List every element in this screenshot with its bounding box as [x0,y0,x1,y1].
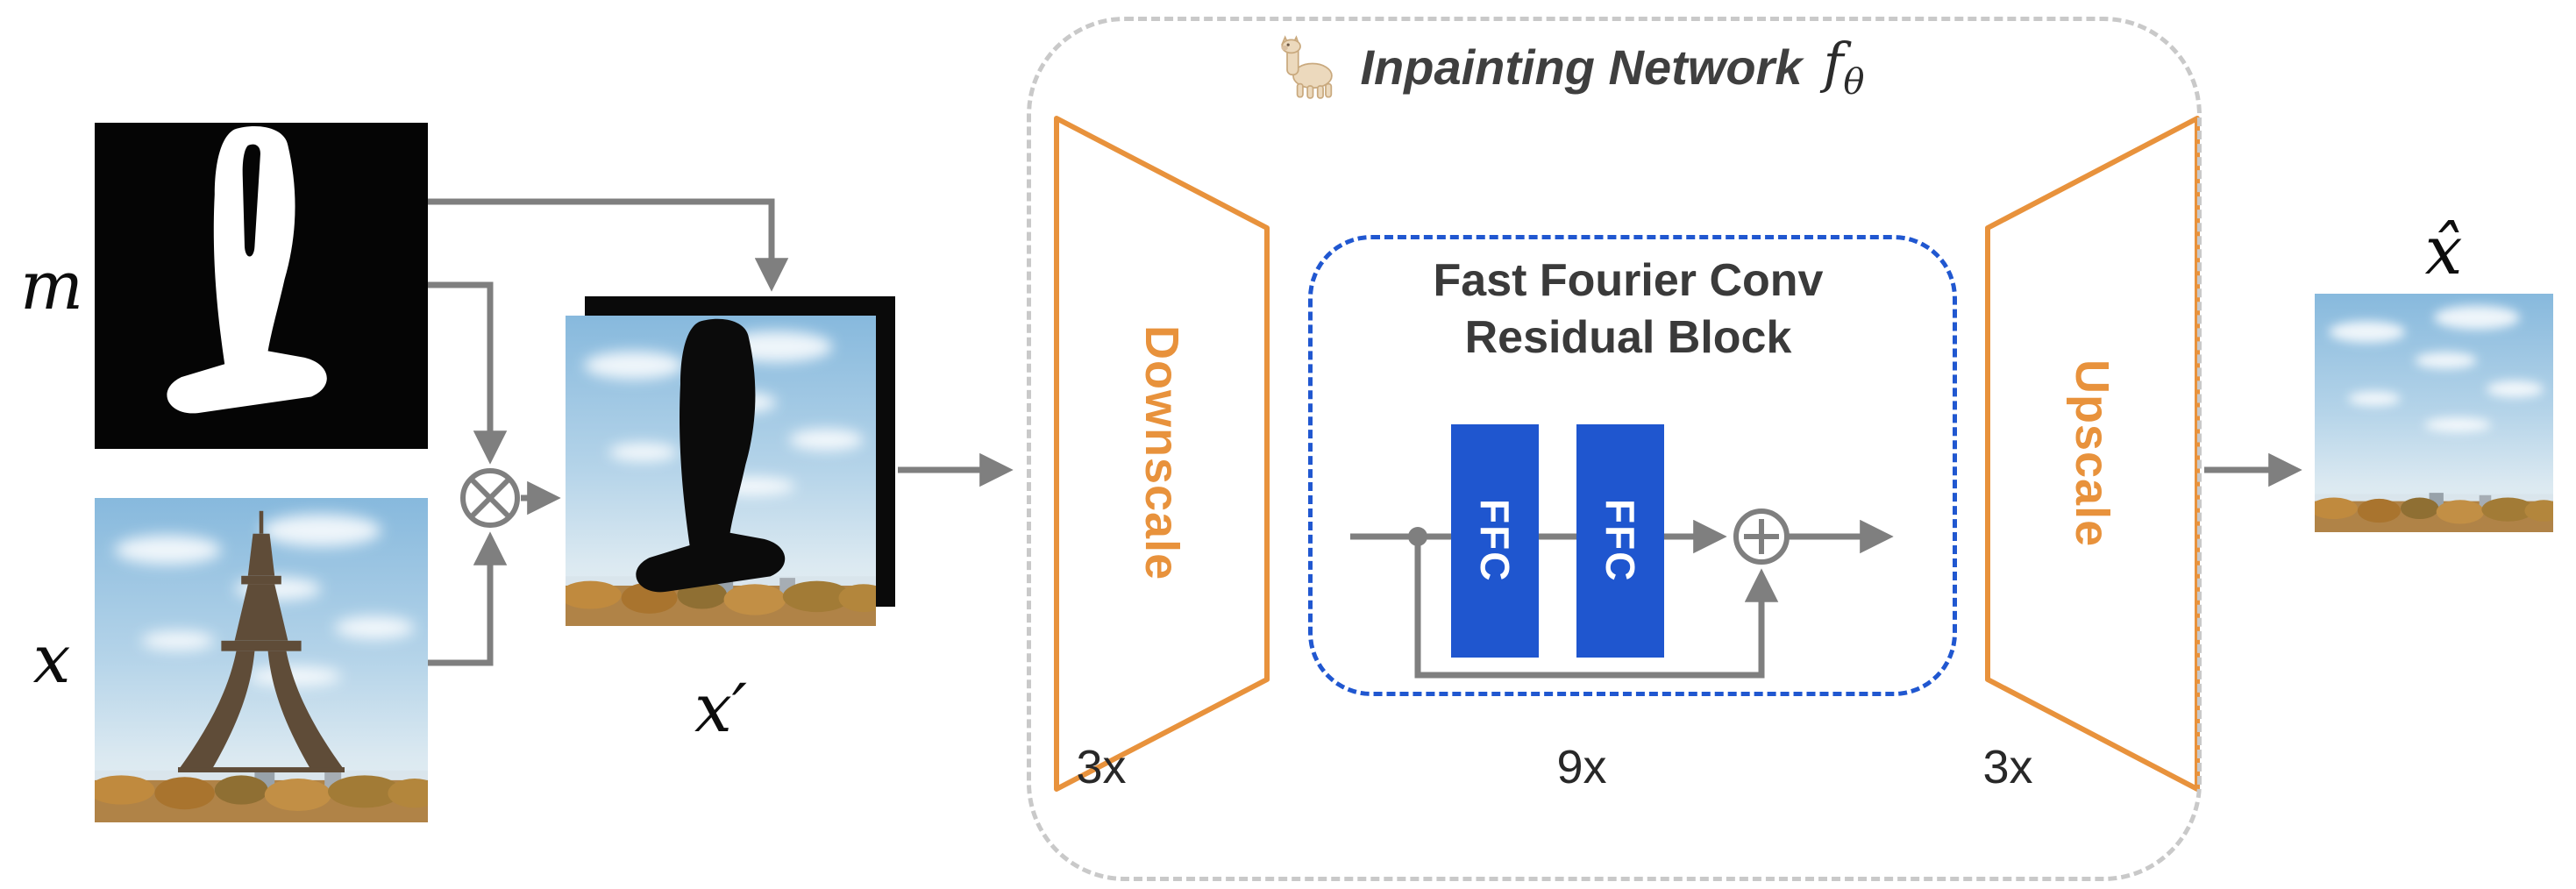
output-photo-graphic [2315,294,2553,532]
mask-thumbnail [95,123,428,449]
arrow-mask-to-multiply [428,281,508,465]
network-title: Inpainting Network [1360,39,1803,95]
ffc-layer-1: FFC [1451,424,1539,658]
inpainting-network-box [1027,17,2202,881]
network-title-row: Inpainting Network fθ [1017,30,2122,103]
mask-graphic [95,123,428,449]
ffc-count: 9x [1556,741,1607,793]
masked-photo-thumbnail [566,316,876,626]
ffc-title-line1: Fast Fourier Conv [1433,255,1824,306]
output-photo-thumbnail [2315,294,2553,532]
network-function-symbol: fθ [1823,31,1865,103]
downscale-count: 3x [1076,741,1127,793]
ffc-residual-block-box [1308,235,1957,696]
ffc-layer-2: FFC [1576,424,1664,658]
downscale-label: Downscale [1135,325,1188,581]
output-label: x̂ [2424,211,2463,289]
mask-label: m [19,246,84,324]
ffc-title-line2: Residual Block [1464,312,1792,363]
input-photo-thumbnail [95,498,428,822]
multiply-icon [460,468,520,528]
image-label: x [32,620,71,698]
masked-photo-graphic [566,316,876,626]
ffc-block-title: Fast Fourier Conv Residual Block [1308,252,1948,366]
eiffel-photo-graphic [95,498,428,822]
upscale-count: 3x [1982,741,2033,793]
upscale-label: Upscale [2066,359,2118,548]
arrow-image-to-multiply [428,531,508,666]
llama-icon [1281,35,1334,99]
masked-image-label: x′ [694,669,748,747]
arrow-mask-to-masked [428,198,789,292]
